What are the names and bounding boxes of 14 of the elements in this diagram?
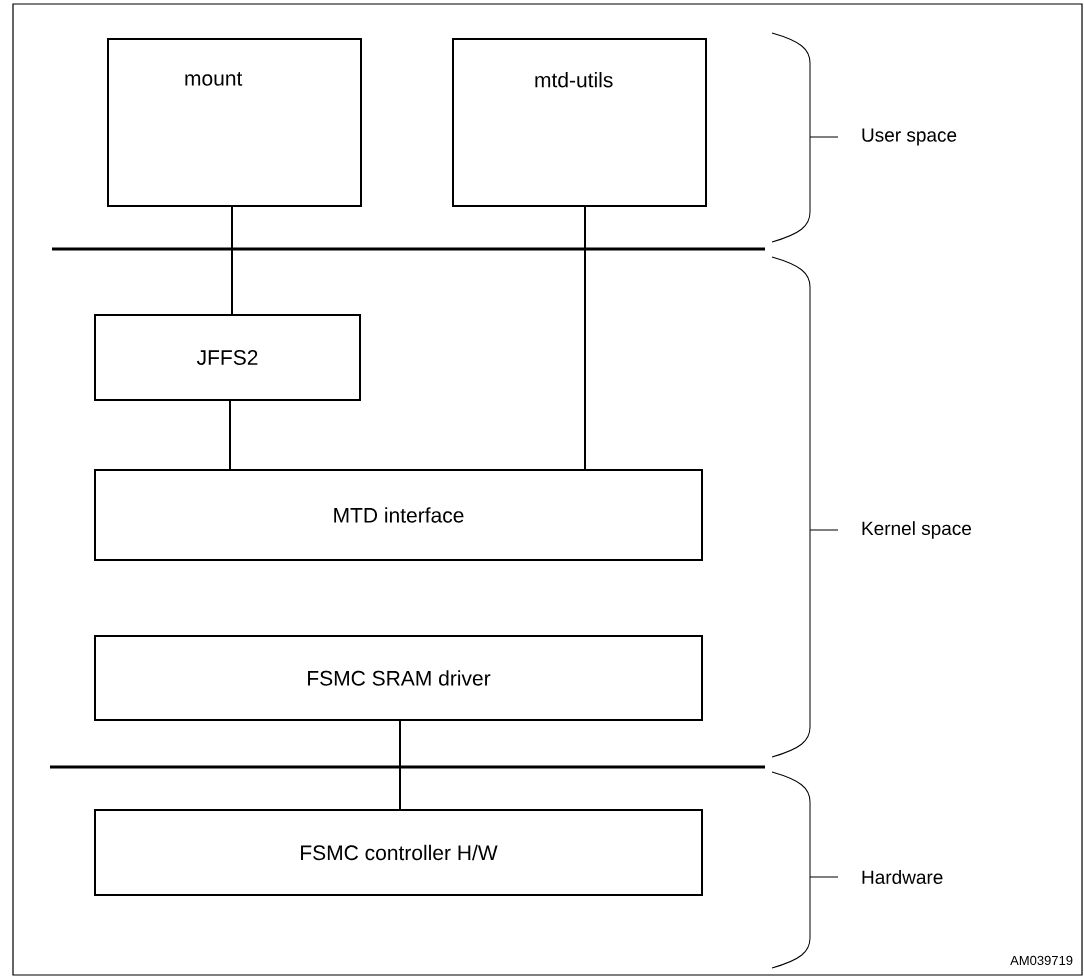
process-box: mtd-utils [452, 38, 707, 207]
process-box: JFFS2 [94, 314, 361, 401]
layer-label: Kernel space [862, 521, 972, 539]
layer-label: Hardware [862, 870, 943, 884]
process-box: mount [107, 38, 362, 207]
layer-label: User space [862, 128, 957, 146]
process-box: FSMC SRAM driver [94, 635, 703, 721]
process-box: MTD interface [94, 469, 703, 561]
connector-line [229, 400, 231, 470]
process-box: FSMC controller H/W [94, 809, 703, 896]
connector-line [584, 206, 586, 470]
figure-id: AM039719 [1010, 955, 1073, 965]
connector-line [399, 720, 401, 810]
connector-line [231, 206, 233, 315]
